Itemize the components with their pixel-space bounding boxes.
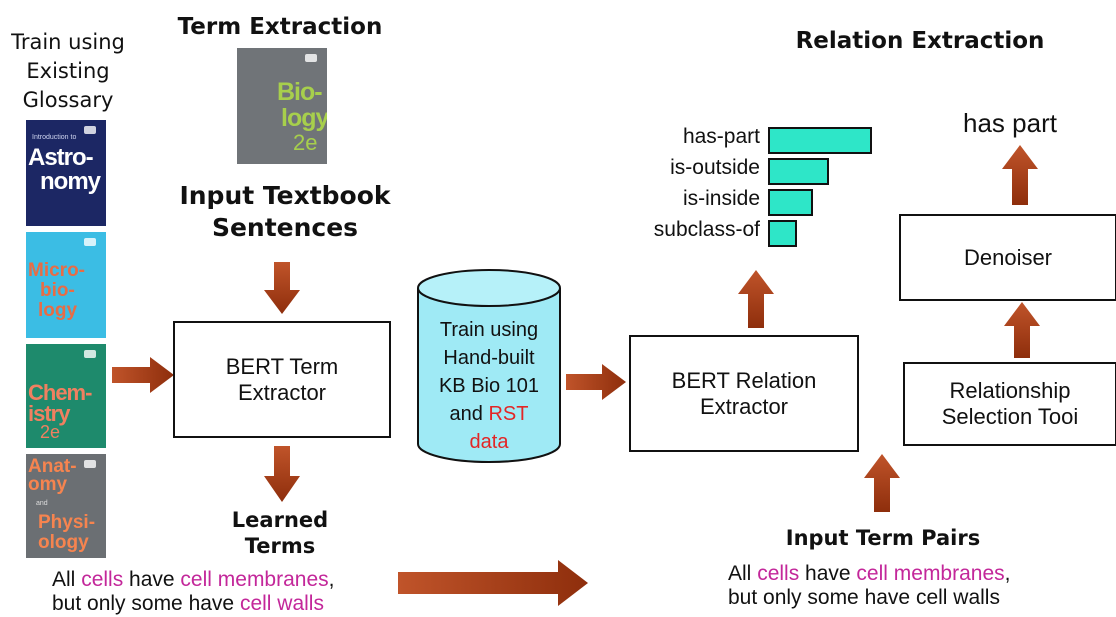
arrow-term-pairs-to-relation-extractor (864, 454, 900, 512)
denoiser-box: Denoiser (899, 214, 1116, 301)
bar-label-subclass-of: subclass-of (653, 218, 760, 241)
chemistry-book-cover: Chem- istry 2e (26, 344, 106, 448)
database-cylinder (417, 269, 561, 463)
publisher-logo-icon (305, 54, 317, 62)
bar-is-outside (768, 158, 829, 185)
bar-label-is-outside: is-outside (670, 156, 760, 179)
arrow-learned-terms-to-term-pairs (398, 560, 588, 606)
microbiology-book-cover: Micro- bio- logy (26, 232, 106, 338)
term-highlight: cells (81, 568, 124, 591)
arrow-input-to-term-extractor (264, 262, 300, 314)
arrow-denoiser-to-output (1002, 145, 1038, 205)
relation-score-chart: has-part is-outside is-inside subclass-of (610, 124, 890, 264)
term-highlight: cell walls (239, 592, 324, 615)
publisher-logo-icon (84, 460, 96, 468)
data-highlight: data (469, 431, 509, 453)
learned-terms-label: Learned Terms (231, 508, 329, 558)
publisher-logo-icon (84, 350, 96, 358)
glossary-label: Train using Existing Glossary (11, 30, 125, 112)
term-highlight: cells (757, 562, 800, 585)
bert-term-extractor-box: BERT Term Extractor (173, 321, 391, 438)
bar-label-is-inside: is-inside (682, 187, 760, 210)
bar-is-inside (768, 189, 813, 216)
arrow-term-extractor-to-learned-terms (264, 446, 300, 502)
astronomy-book-cover: Introduction to Astro- nomy (26, 120, 106, 226)
input-textbook-sentences-label: Input Textbook Sentences (179, 181, 391, 242)
term-highlight: cell membranes (180, 568, 329, 591)
database-label: Train using Hand-built KB Bio 101 and RS… (418, 316, 560, 456)
arrow-database-to-relation-extractor (566, 364, 626, 400)
input-term-pairs-label: Input Term Pairs (785, 526, 981, 550)
relation-output-label: has part (963, 108, 1057, 138)
arrow-relation-extractor-to-chart (738, 270, 774, 328)
biology-book-cover: Bio- logy 2e (237, 48, 327, 164)
relationship-selection-tool-box: Relationship Selection Tooi (903, 362, 1116, 446)
bar-subclass-of (768, 220, 797, 247)
publisher-logo-icon (84, 126, 96, 134)
anatomy-physiology-book-cover: Anat- omy and Physi- ology (26, 454, 106, 558)
learned-terms-sentence: All cells have cell membranes, but only … (52, 568, 335, 615)
bar-has-part (768, 127, 872, 154)
bert-relation-extractor-box: BERT Relation Extractor (629, 335, 859, 452)
term-highlight: cell membranes (856, 562, 1005, 585)
publisher-logo-icon (84, 238, 96, 246)
term-extraction-heading: Term Extraction (177, 14, 383, 40)
arrow-selection-tool-to-denoiser (1004, 302, 1040, 358)
rst-highlight: RST (488, 403, 529, 425)
input-term-pairs-sentence: All cells have cell membranes, but only … (728, 562, 1011, 609)
bar-label-has-part: has-part (682, 125, 760, 148)
arrow-books-to-term-extractor (112, 357, 174, 393)
relation-extraction-heading: Relation Extraction (795, 28, 1045, 54)
